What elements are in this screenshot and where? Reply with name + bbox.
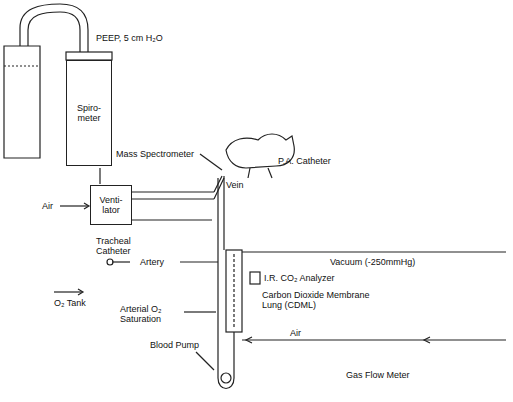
peep-label: PEEP, 5 cm H₂O (96, 33, 186, 43)
membrane-lung-label: Carbon Dioxide Membrane Lung (CDML) (262, 290, 386, 310)
membrane (233, 254, 234, 328)
tank-label: O₂ Tank (54, 298, 88, 308)
membrane-lung (226, 250, 242, 332)
arrowhead (84, 203, 89, 209)
arrowhead (78, 289, 83, 295)
instrument-label: Mass Spectrometer (116, 149, 200, 159)
arrowhead (424, 337, 430, 343)
gas-label: Air (290, 328, 312, 338)
vessel-label: Artery (140, 257, 178, 267)
pump-label: Blood Pump (150, 340, 200, 350)
box-text: Venti-lator (91, 195, 131, 215)
flow-meter-label: Gas Flow Meter (346, 370, 426, 380)
catheter-label: Tracheal Catheter (96, 236, 140, 256)
catheter-line (112, 261, 130, 262)
saturation-label: Arterial O₂ Saturation (120, 304, 182, 324)
spirometer-cap (66, 52, 112, 60)
saturation-leader (184, 311, 216, 312)
tracheal-line (132, 219, 212, 220)
spirometer-box: Spiro-meter (66, 60, 112, 166)
water-cylinder (4, 46, 40, 158)
pump-leader (196, 352, 214, 370)
tank-line (54, 291, 82, 292)
artery-leader (180, 261, 218, 262)
animal-legs (248, 168, 272, 178)
vacuum-label: Vacuum (-250mmHg) (330, 257, 430, 267)
valve-symbol (107, 259, 113, 265)
breathing-tube (20, 4, 88, 52)
air-inlet (60, 205, 88, 206)
water-level (4, 65, 40, 66)
box-text: Spiro-meter (67, 103, 111, 123)
gas-label: Air (42, 201, 62, 211)
catheter-label: P.A. Catheter (278, 156, 348, 166)
inspiratory-line (132, 191, 214, 192)
expiratory-line (132, 198, 214, 199)
return-tubing (223, 176, 224, 250)
arrowhead (246, 337, 252, 343)
ventilator-box: Venti-lator (90, 185, 132, 225)
sample-line (200, 154, 222, 170)
vessel-label: Vein (226, 180, 256, 190)
air-sweep-line (242, 339, 506, 340)
pump-roller (221, 373, 231, 383)
co2-analyzer (250, 272, 260, 284)
vacuum-line (242, 251, 506, 252)
analyzer-label: I.R. CO₂ Analyzer (264, 273, 364, 283)
airway-connector (214, 176, 224, 199)
exhaust-tube (99, 168, 100, 184)
